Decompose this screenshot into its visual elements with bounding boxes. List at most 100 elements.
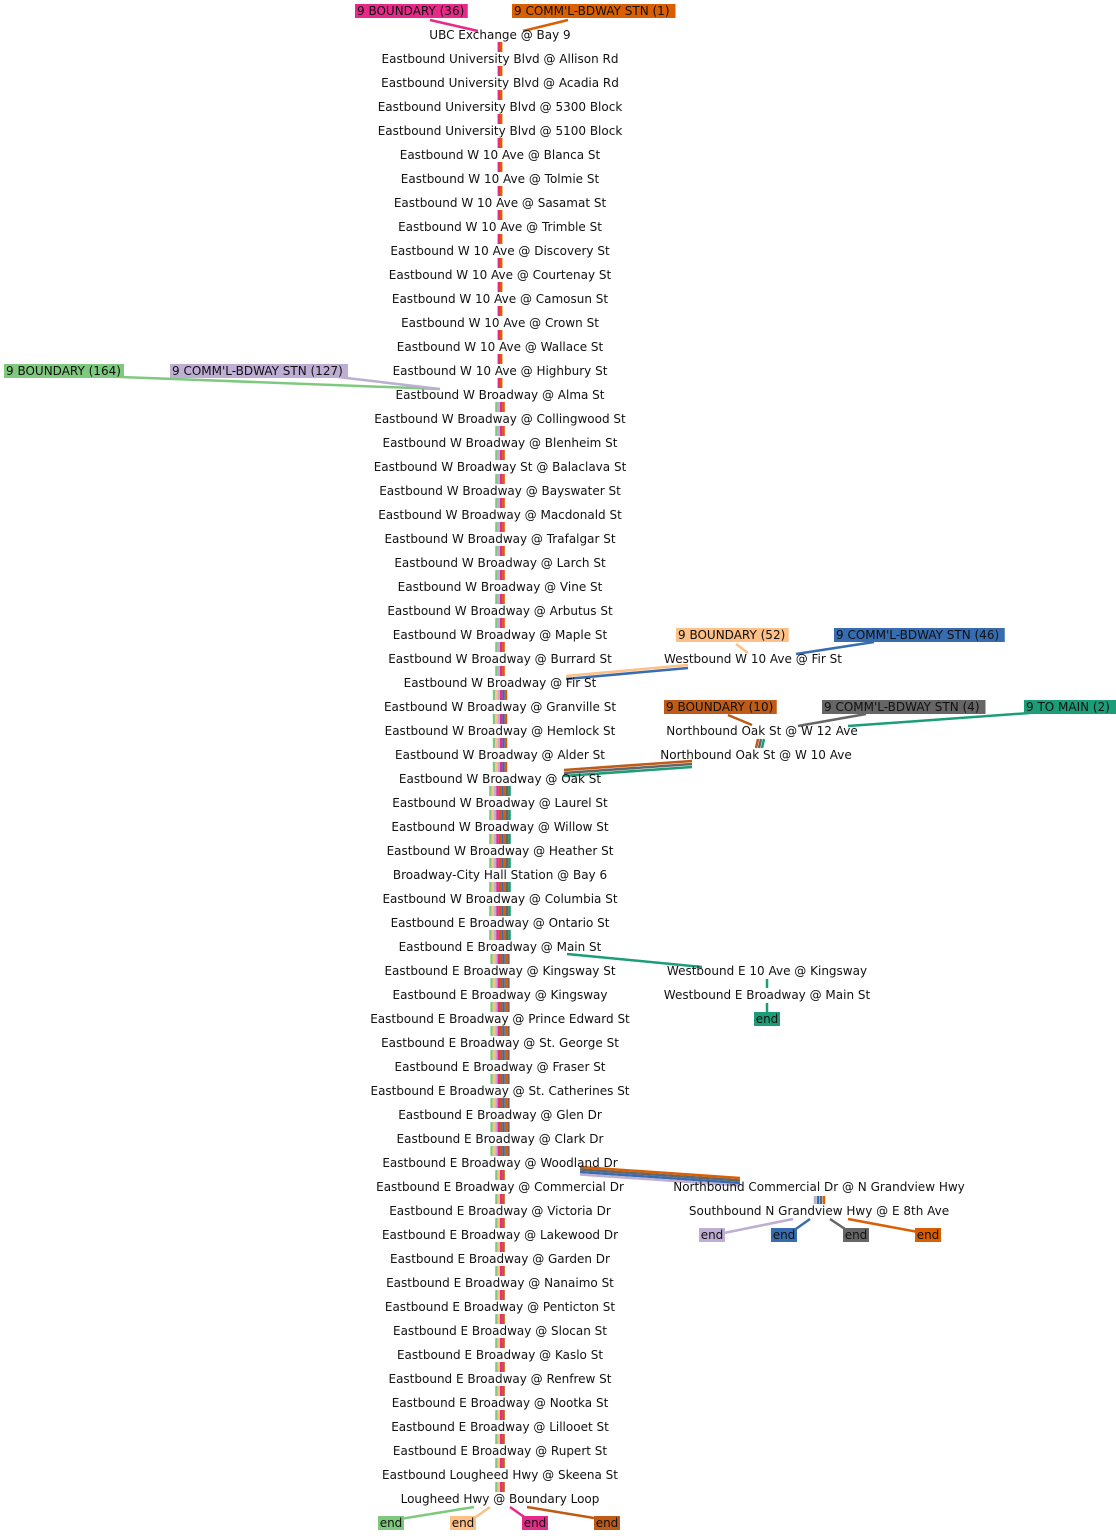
trunk-stop-label: Eastbound E Broadway @ Nootka St — [392, 1396, 609, 1410]
split-line-to-main-2 — [566, 952, 703, 969]
trunk-stop-label: Eastbound Lougheed Hwy @ Skeena St — [382, 1468, 618, 1482]
trunk-stop-label: Eastbound University Blvd @ 5300 Block — [378, 100, 623, 114]
split-line-commercial_1 — [579, 1165, 741, 1180]
trunk-stop-label: Eastbound E Broadway @ Rupert St — [393, 1444, 607, 1458]
trunk-stop-label: Eastbound E Broadway @ Penticton St — [385, 1300, 616, 1314]
trunk-stop-label: Eastbound W Broadway @ Burrard St — [388, 652, 612, 666]
route-tag-label: 9 TO MAIN (2) — [1026, 700, 1110, 714]
branch-stop-label: Westbound E 10 Ave @ Kingsway — [667, 964, 867, 978]
end-marker-label: end — [845, 1228, 868, 1242]
branch-line-boundary-10 — [727, 713, 753, 727]
route-tag-label: 9 COMM'L-BDWAY STN (127) — [172, 364, 343, 378]
join-line-to-main-2 — [563, 765, 693, 778]
trunk-stop-label: Eastbound E Broadway @ Commercial Dr — [376, 1180, 624, 1194]
end-marker-label: end — [380, 1516, 403, 1530]
end-marker-label: end — [773, 1228, 796, 1242]
trunk-stop-label: Eastbound W Broadway @ Arbutus St — [387, 604, 613, 618]
trunk-stop-label: Eastbound W Broadway @ Blenheim St — [383, 436, 618, 450]
trunk-stop-label: Eastbound W Broadway @ Hemlock St — [385, 724, 616, 738]
trunk-stop-label: Lougheed Hwy @ Boundary Loop — [401, 1492, 600, 1506]
trunk-stop-label: Eastbound E Broadway @ Garden Dr — [390, 1252, 610, 1266]
trunk-stop-label: Eastbound W Broadway @ Larch St — [394, 556, 606, 570]
route-tag-box — [170, 364, 348, 378]
route-lines — [119, 18, 1031, 1521]
trunk-stop-label: Eastbound W Broadway St @ Balaclava St — [374, 460, 627, 474]
trunk-stop-label: Eastbound W Broadway @ Bayswater St — [379, 484, 621, 498]
route-tag-box — [664, 700, 777, 714]
trunk-stop-label: Eastbound W Broadway @ Collingwood St — [374, 412, 626, 426]
trunk-stop-label: Eastbound W 10 Ave @ Trimble St — [398, 220, 602, 234]
end-marker-box — [594, 1516, 620, 1530]
trunk-stop-label: Eastbound E Broadway @ Kaslo St — [397, 1348, 603, 1362]
branch-line-boundary-52 — [735, 643, 749, 654]
end-marker-label: end — [917, 1228, 940, 1242]
end-line-boundary-164 — [399, 1505, 475, 1521]
trunk-stop-label: Eastbound E Broadway @ Fraser St — [394, 1060, 605, 1074]
end-marker-box — [378, 1516, 404, 1530]
branch-stop-label: Northbound Oak St @ W 10 Ave — [660, 748, 851, 762]
route-tag-box — [355, 4, 468, 18]
route-tag-label: 9 COMM'L-BDWAY STN (4) — [824, 700, 980, 714]
trunk-stop-label: UBC Exchange @ Bay 9 — [429, 28, 570, 42]
trunk-stop-label: Eastbound W Broadway @ Columbia St — [382, 892, 617, 906]
trunk-stop-label: Eastbound E Broadway @ Lakewood Dr — [382, 1228, 618, 1242]
trunk-stop-label: Eastbound E Broadway @ Woodland Dr — [382, 1156, 617, 1170]
trunk-stop-label: Eastbound E Broadway @ Kingsway St — [384, 964, 615, 978]
trunk-stop-label: Eastbound W Broadway @ Alma St — [395, 388, 604, 402]
trunk-stop-label: Eastbound University Blvd @ 5100 Block — [378, 124, 623, 138]
trunk-stop-label: Broadway-City Hall Station @ Bay 6 — [393, 868, 607, 882]
trunk-stop-label: Eastbound W 10 Ave @ Sasamat St — [394, 196, 607, 210]
trunk-stop-label: Eastbound W Broadway @ Oak St — [399, 772, 601, 786]
route-tag-label: 9 BOUNDARY (36) — [357, 4, 464, 18]
end-marker-box — [771, 1228, 797, 1242]
join-line-boundary-36 — [429, 18, 479, 33]
trunk-stop-label: Eastbound W Broadway @ Laurel St — [392, 796, 608, 810]
end-marker-box — [522, 1516, 548, 1530]
trunk-stop-label: Eastbound University Blvd @ Allison Rd — [382, 52, 619, 66]
trunk-stop-label: Eastbound E Broadway @ Victoria Dr — [389, 1204, 611, 1218]
trunk-stop-label: Eastbound W Broadway @ Trafalgar St — [384, 532, 615, 546]
branch-stop-label: Northbound Commercial Dr @ N Grandview H… — [673, 1180, 965, 1194]
trunk-stop-label: Eastbound E Broadway @ Kingsway — [393, 988, 608, 1002]
split-line-commercial_46 — [579, 1170, 741, 1185]
end-marker-label: end — [701, 1228, 724, 1242]
join-line-boundary-52 — [565, 663, 689, 678]
end-marker-label: end — [596, 1516, 619, 1530]
trunk-stop-label: Eastbound E Broadway @ St. Catherines St — [370, 1084, 629, 1098]
join-line-boundary-10 — [563, 759, 693, 772]
route-tag-label: 9 BOUNDARY (52) — [678, 628, 785, 642]
join-line-commercial-4 — [563, 762, 693, 775]
trunk-stop-label: Eastbound W Broadway @ Fir St — [404, 676, 597, 690]
trunk-stop-label: Eastbound W 10 Ave @ Discovery St — [390, 244, 610, 258]
trunk-stop-label: Eastbound W Broadway @ Maple St — [393, 628, 608, 642]
join-line-commercial-46 — [565, 666, 689, 681]
trunk-stop-label: Eastbound E Broadway @ St. George St — [381, 1036, 619, 1050]
trunk-stop-label: Eastbound W 10 Ave @ Wallace St — [397, 340, 604, 354]
route-tags: 9 BOUNDARY (36) 9 COMM'L-BDWAY STN (1) 9 B… — [4, 4, 1116, 714]
oak-link-boundary-10 — [754, 738, 760, 749]
route-tag-box — [822, 700, 986, 714]
trunk-stop-label: Eastbound W Broadway @ Heather St — [387, 844, 614, 858]
trunk-stop-label: Eastbound W 10 Ave @ Camosun St — [392, 292, 609, 306]
branch-stop-label: Southbound N Grandview Hwy @ E 8th Ave — [689, 1204, 949, 1218]
end-line-commercial-1 — [847, 1217, 919, 1234]
route-tag-label: 9 COMM'L-BDWAY STN (1) — [514, 4, 670, 18]
end-marker-label: end — [524, 1516, 547, 1530]
trunk-stop-label: Eastbound E Broadway @ Nanaimo St — [386, 1276, 614, 1290]
end-marker-box — [450, 1516, 476, 1530]
split-line-commercial_127 — [579, 1173, 741, 1187]
trunk-stop-label: Eastbound E Broadway @ Clark Dr — [397, 1132, 604, 1146]
branch-stop-label: Westbound E Broadway @ Main St — [664, 988, 871, 1002]
trunk-stop-label: Eastbound University Blvd @ Acadia Rd — [381, 76, 619, 90]
branch-line-to-main-2 — [847, 711, 1031, 728]
trunk-stop-label: Eastbound E Broadway @ Main St — [399, 940, 602, 954]
join-line-commercial-1 — [522, 18, 569, 33]
split-line-commercial_4 — [579, 1168, 741, 1182]
route-tag-box — [834, 628, 1005, 642]
oak-link-to-main-2 — [760, 738, 766, 749]
route-tag-box — [676, 628, 789, 642]
trunk-stop-label: Eastbound W Broadway @ Vine St — [398, 580, 603, 594]
